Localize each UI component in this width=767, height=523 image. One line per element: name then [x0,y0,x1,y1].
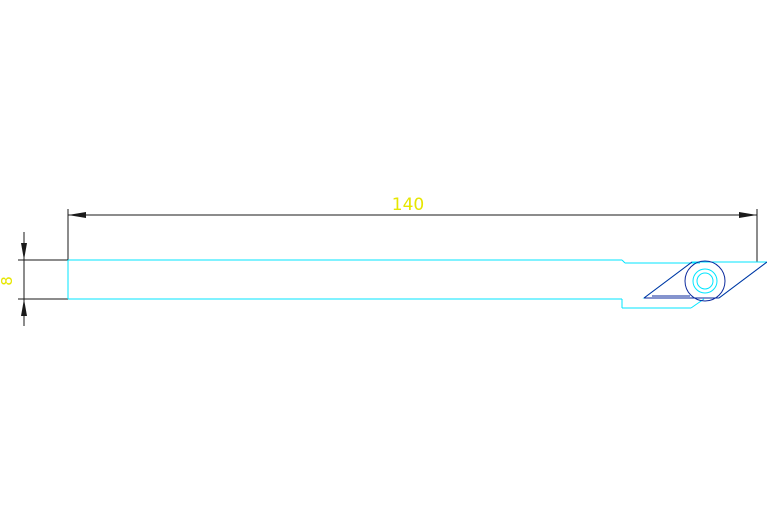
dim-140-arrow-right [739,212,757,218]
insert-edge-dark-right [718,261,767,299]
holder-top-step [621,259,626,264]
dimension-arrows [21,212,757,316]
dim-8-arrow-bottom [21,299,27,316]
cutting-insert [642,260,767,302]
dim-140-arrow-left [68,212,86,218]
insert-hole-middle [692,268,718,294]
insert-hole-outer [684,260,726,302]
dimension-length-label: 140 [392,195,424,215]
dimension-height-label: 8 [0,276,16,286]
dim-8-arrow-top [21,243,27,260]
insert-hole-inner [696,272,714,290]
tool-holder [67,259,705,309]
insert-edge-dark-left [643,261,693,299]
